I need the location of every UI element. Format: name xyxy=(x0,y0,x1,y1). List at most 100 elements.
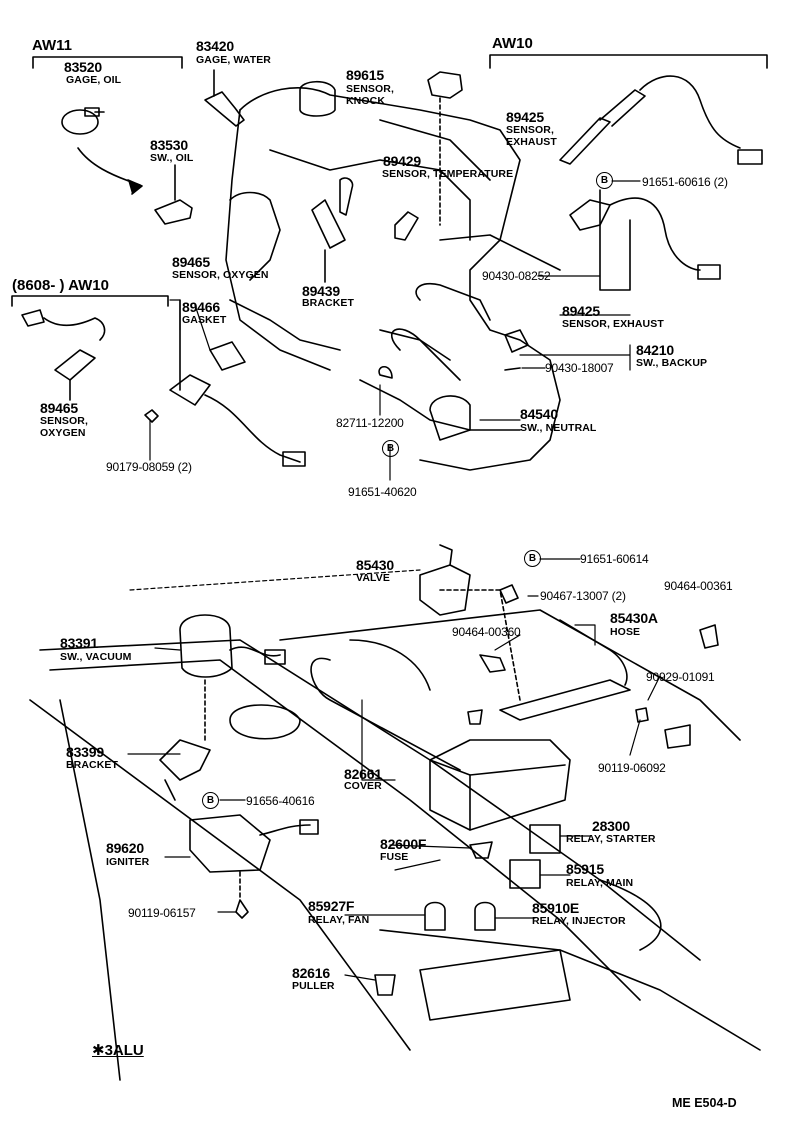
main-relay-part xyxy=(509,859,541,889)
igniter-part xyxy=(189,814,319,919)
part-number: 83530 xyxy=(150,137,188,153)
knock-sensor-part xyxy=(427,71,463,226)
leader-lines xyxy=(127,180,661,981)
injector-relay-part xyxy=(474,901,496,931)
fan-relay-part xyxy=(424,901,446,931)
part-number: 91651-40620 xyxy=(348,485,417,499)
part-number: 82600F xyxy=(380,836,427,852)
part-number: 84210 xyxy=(636,342,674,358)
part-number: 85430 xyxy=(356,557,394,573)
part-number: 83520 xyxy=(64,59,102,75)
part-description: GAGE, OIL xyxy=(66,74,122,86)
relay-box-cover-part xyxy=(429,739,571,831)
bracket-part xyxy=(311,199,346,283)
part-number: 90430-18007 xyxy=(545,361,614,375)
valve-part xyxy=(419,544,631,721)
part-number: 89425 xyxy=(562,303,600,319)
neutral-switch-part xyxy=(378,328,529,441)
temperature-sensor-part xyxy=(339,177,419,241)
bolt-circle-marker: B xyxy=(382,440,399,457)
part-number: 90464-00361 xyxy=(664,579,733,593)
vacuum-bracket-part xyxy=(159,739,211,801)
part-description: SENSOR, TEMPERATURE xyxy=(382,168,514,180)
part-number: 89439 xyxy=(302,283,340,299)
part-description: SENSOR, xyxy=(506,124,554,136)
part-number: 82711-12200 xyxy=(336,416,404,430)
part-description: SENSOR, xyxy=(40,415,88,427)
puller-part xyxy=(374,974,396,996)
part-number: 89466 xyxy=(182,299,220,315)
part-description: SW., VACUUM xyxy=(60,651,132,663)
part-description: GASKET xyxy=(182,314,227,326)
part-description: RELAY, STARTER xyxy=(566,833,656,845)
part-number: 89615 xyxy=(346,67,384,83)
part-number: 85927F xyxy=(308,898,355,914)
part-number: 85915 xyxy=(566,861,604,877)
part-description: SW., BACKUP xyxy=(636,357,708,369)
part-description: VALVE xyxy=(356,572,390,584)
bolt-circle-marker: B xyxy=(202,792,219,809)
group-bracket-aw11 xyxy=(32,56,183,69)
part-description: BRACKET xyxy=(302,297,355,309)
oil-switch-part xyxy=(154,164,193,225)
vehicle-body-lines xyxy=(29,589,761,1081)
part-description: GAGE, WATER xyxy=(196,54,271,66)
part-number: 89465 xyxy=(40,400,78,416)
part-number: 91651-60616 (2) xyxy=(642,175,728,189)
part-description: BRACKET xyxy=(66,759,119,771)
part-description: SENSOR, xyxy=(346,83,394,95)
part-description: SENSOR, OXYGEN xyxy=(172,269,269,281)
part-number: 90430-08252 xyxy=(482,269,551,283)
part-number: 90467-13007 (2) xyxy=(540,589,626,603)
part-number: 90119-06092 xyxy=(598,761,666,775)
starter-relay-part xyxy=(529,824,561,854)
group-label-aw10-left: (8608- ) AW10 xyxy=(12,277,109,294)
part-number: 91651-60614 xyxy=(580,552,649,566)
part-number: 28300 xyxy=(592,818,630,834)
clips xyxy=(467,584,719,749)
group-label-3alu: ✱3ALU xyxy=(92,1042,144,1059)
part-number: 89425 xyxy=(506,109,544,125)
part-description: OXYGEN xyxy=(40,427,86,439)
bolt-circle-marker: B xyxy=(524,550,541,567)
part-description: EXHAUST xyxy=(506,136,557,148)
part-number: 85430A xyxy=(610,610,658,626)
part-description: COVER xyxy=(344,780,382,792)
fuse-part xyxy=(469,841,493,859)
group-bracket-aw10-left xyxy=(11,295,169,307)
part-number: 82661 xyxy=(344,766,382,782)
part-number: 89620 xyxy=(106,840,144,856)
water-gage-part xyxy=(204,69,245,127)
part-description: PULLER xyxy=(292,980,335,992)
bolt-circle-marker: B xyxy=(596,172,613,189)
part-number: 83420 xyxy=(196,38,234,54)
part-number: 90179-08059 (2) xyxy=(106,460,192,474)
part-description: RELAY, FAN xyxy=(308,914,370,926)
part-number: 89429 xyxy=(383,153,421,169)
engine-block xyxy=(225,80,561,471)
oxygen-sensor-left-part xyxy=(21,309,106,401)
vacuum-switch-part xyxy=(179,614,286,741)
part-description: IGNITER xyxy=(106,856,150,868)
part-description: SW., NEUTRAL xyxy=(520,422,597,434)
exhaust-sensor-lower-part xyxy=(569,189,721,291)
part-number: 90119-06157 xyxy=(128,906,196,920)
part-number: 83399 xyxy=(66,744,104,760)
part-description: HOSE xyxy=(610,626,641,638)
part-number: 90929-01091 xyxy=(646,670,715,684)
part-number: 85910E xyxy=(532,900,580,916)
oil-gage-part xyxy=(61,107,143,195)
part-description: SENSOR, EXHAUST xyxy=(562,318,664,330)
part-description: RELAY, MAIN xyxy=(566,877,634,889)
group-bracket-aw10-top xyxy=(489,54,768,69)
part-number: 91656-40616 xyxy=(246,794,315,808)
part-description: SW., OIL xyxy=(150,152,194,164)
group-label-aw11: AW11 xyxy=(32,37,73,54)
page-code: ME E504-D xyxy=(672,1096,737,1110)
part-number: 84540 xyxy=(520,406,558,422)
part-description: KNOCK xyxy=(346,95,385,107)
part-number: 90464-00360 xyxy=(452,625,521,639)
part-description: RELAY, INJECTOR xyxy=(532,915,626,927)
